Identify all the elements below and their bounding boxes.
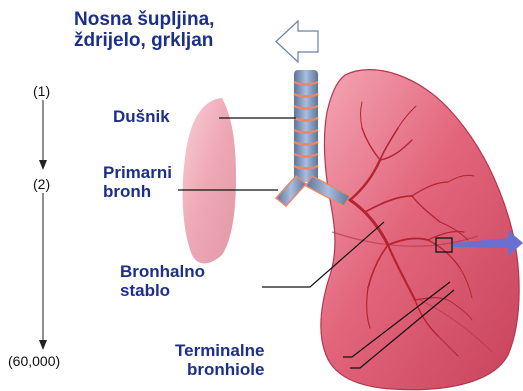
right-lung-shape	[321, 70, 519, 390]
left-primary-bronchus	[276, 176, 306, 206]
branching-scale-arrow	[39, 100, 47, 350]
upper-airway-label-line1: Nosna šupljina,	[74, 9, 214, 30]
trachea-label: Dušnik	[113, 107, 170, 126]
branch-count-bottom: (60,000)	[8, 353, 60, 369]
branch-count-top: (1)	[33, 83, 50, 99]
upper-airway-label: Nosna šupljina, ždrijelo, grkljan	[74, 9, 214, 52]
left-lung-shape	[183, 98, 236, 264]
terminal-bronchioles-label: Terminalne bronhiole	[175, 341, 264, 379]
bronchial-tree-label-line2: stablo	[120, 281, 205, 300]
terminal-bronchioles-label-line2: bronhiole	[175, 360, 264, 379]
primary-bronchus-label-line1: Primarni	[103, 163, 172, 182]
branch-count-middle: (2)	[33, 176, 50, 192]
primary-bronchus-label: Primarni bronh	[103, 163, 172, 201]
upper-airway-arrow-icon	[276, 21, 318, 62]
upper-airway-label-line2: ždrijelo, grkljan	[74, 30, 214, 51]
bronchial-tree-label-line1: Bronhalno	[120, 262, 205, 281]
terminal-bronchioles-label-line1: Terminalne	[175, 341, 264, 360]
trachea-tube	[294, 70, 318, 182]
bronchial-tree-label: Bronhalno stablo	[120, 262, 205, 300]
primary-bronchus-label-line2: bronh	[103, 182, 172, 201]
